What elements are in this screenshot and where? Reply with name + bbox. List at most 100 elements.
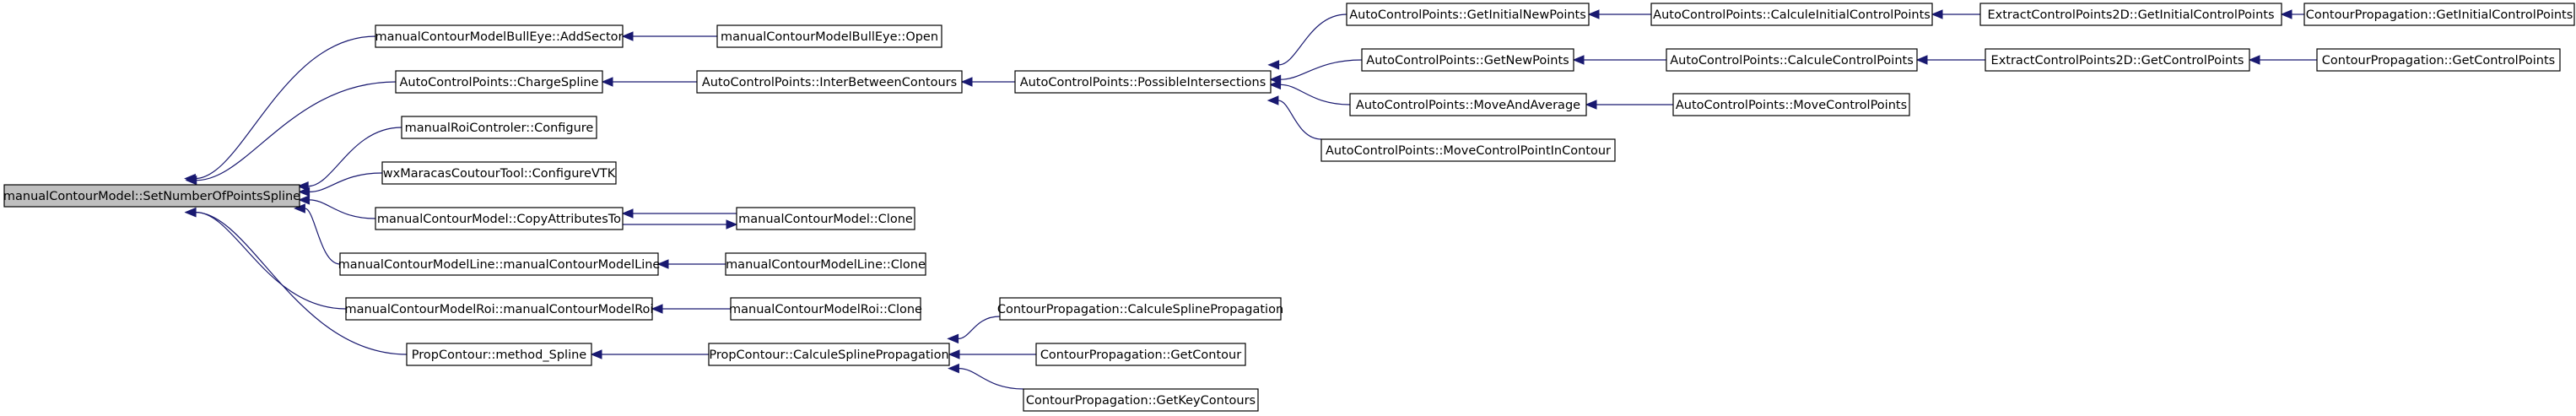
arrowhead xyxy=(185,175,197,186)
node-label: manualContourModelLine::Clone xyxy=(726,258,926,272)
edge-acpGetNew-to-acpPossible xyxy=(1280,59,1363,80)
node-box xyxy=(1349,93,1587,116)
node-box xyxy=(339,252,659,276)
node-box xyxy=(716,24,942,48)
node-acpMoveCP[interactable]: AutoControlPoints::MoveControlPoints xyxy=(1672,93,1910,116)
arrowhead xyxy=(656,259,669,269)
arrowhead xyxy=(726,219,738,230)
node-acpCharge[interactable]: AutoControlPoints::ChargeSpline xyxy=(395,70,603,94)
node-box xyxy=(375,24,624,48)
arrowhead xyxy=(1585,100,1597,110)
node-root[interactable]: manualContourModel::SetNumberOfPointsSpl… xyxy=(3,184,300,208)
arrowhead xyxy=(601,77,613,87)
node-box xyxy=(725,252,926,276)
node-box xyxy=(1985,48,2250,72)
node-label: ContourPropagation::CalculeSplinePropaga… xyxy=(997,303,1283,316)
node-label: ExtractControlPoints2D::GetControlPoints xyxy=(1991,54,2244,68)
node-label: manualRoiControler::Configure xyxy=(405,122,594,135)
arrowhead xyxy=(621,31,634,41)
node-box xyxy=(406,343,592,366)
node-acpInter[interactable]: AutoControlPoints::InterBetweenContours xyxy=(696,70,963,94)
node-label: wxMaracasCoutourTool::ConfigureVTK xyxy=(383,167,616,181)
node-acpGetInit[interactable]: AutoControlPoints::GetInitialNewPoints xyxy=(1346,3,1590,26)
arrowhead xyxy=(947,333,959,344)
node-box xyxy=(1023,388,1259,412)
node-label: AutoControlPoints::GetInitialNewPoints xyxy=(1349,8,1586,22)
node-box xyxy=(375,207,624,230)
node-box xyxy=(3,184,300,208)
node-propMethod[interactable]: PropContour::method_Spline xyxy=(406,343,592,366)
node-acpCalcInit[interactable]: AutoControlPoints::CalculeInitialControl… xyxy=(1650,3,1933,26)
node-cpGetInit[interactable]: ContourPropagation::GetInitialControlPoi… xyxy=(2303,3,2575,26)
arrowhead xyxy=(1572,55,1585,65)
node-label: AutoControlPoints::PossibleIntersections xyxy=(1020,76,1266,89)
arrowhead xyxy=(298,186,311,197)
node-box xyxy=(1666,48,1918,72)
node-label: manualContourModel::SetNumberOfPointsSpl… xyxy=(3,190,300,203)
node-ecpGetInit[interactable]: ExtractControlPoints2D::GetInitialContro… xyxy=(1979,3,2282,26)
node-box xyxy=(1361,48,1574,72)
node-bullAdd[interactable]: manualContourModelBullEye::AddSector xyxy=(375,24,624,48)
node-wxConf[interactable]: wxMaracasCoutourTool::ConfigureVTK xyxy=(381,161,617,185)
arrowhead xyxy=(1267,60,1280,70)
edge-acpCharge-to-root xyxy=(196,81,397,181)
node-cpCalcSpline[interactable]: ContourPropagation::CalculeSplinePropaga… xyxy=(997,297,1283,321)
node-acpPossible[interactable]: AutoControlPoints::PossibleIntersections xyxy=(1014,70,1272,94)
node-mcmCopy[interactable]: manualContourModel::CopyAttributesTo xyxy=(375,207,624,230)
node-bullOpen[interactable]: manualContourModelBullEye::Open xyxy=(716,24,942,48)
node-roiClone[interactable]: manualContourModelRoi::Clone xyxy=(729,297,922,321)
arrowhead xyxy=(651,304,663,314)
node-label: manualContourModelBullEye::Open xyxy=(721,30,938,44)
edge-bullAdd-to-root xyxy=(195,35,376,180)
node-label: ContourPropagation::GetKeyContours xyxy=(1026,394,1256,408)
node-label: manualContourModelRoi::manualContourMode… xyxy=(345,303,654,316)
node-box xyxy=(1979,3,2282,26)
node-box xyxy=(1035,343,1246,366)
node-mcmClone[interactable]: manualContourModel::Clone xyxy=(736,207,915,230)
node-box xyxy=(345,297,653,321)
node-label: ContourPropagation::GetControlPoints xyxy=(2322,54,2555,68)
nodes-layer: manualContourModel::SetNumberOfPointsSpl… xyxy=(3,3,2575,412)
node-acpMoveIn[interactable]: AutoControlPoints::MoveControlPointInCon… xyxy=(1320,138,1616,162)
node-cpGetContour[interactable]: ContourPropagation::GetContour xyxy=(1035,343,1246,366)
node-box xyxy=(730,297,921,321)
node-acpCalcCP[interactable]: AutoControlPoints::CalculeControlPoints xyxy=(1666,48,1918,72)
node-label: AutoControlPoints::GetNewPoints xyxy=(1366,54,1569,68)
node-roiCtor[interactable]: manualContourModelRoi::manualContourMode… xyxy=(345,297,654,321)
arrowhead xyxy=(1266,95,1279,105)
node-acpMoveAvg[interactable]: AutoControlPoints::MoveAndAverage xyxy=(1349,93,1587,116)
arrowhead xyxy=(621,208,634,219)
node-box xyxy=(708,343,950,366)
node-box xyxy=(1650,3,1933,26)
node-box xyxy=(999,297,1282,321)
node-lineCtor[interactable]: manualContourModelLine::manualContourMod… xyxy=(338,252,661,276)
node-ecpGetCP[interactable]: ExtractControlPoints2D::GetControlPoints xyxy=(1985,48,2250,72)
edge-cpCalcSpline-to-propCalc xyxy=(958,316,1001,339)
node-label: AutoControlPoints::MoveAndAverage xyxy=(1356,99,1580,112)
node-cpGetKey[interactable]: ContourPropagation::GetKeyContours xyxy=(1023,388,1259,412)
arrowhead xyxy=(2280,9,2292,19)
edge-acpMoveIn-to-acpPossible xyxy=(1277,100,1322,140)
edge-mcmCopy-to-root xyxy=(309,199,376,219)
node-label: AutoControlPoints::CalculeInitialControl… xyxy=(1653,8,1931,22)
node-label: AutoControlPoints::MoveControlPoints xyxy=(1676,99,1907,112)
node-propCalc[interactable]: PropContour::CalculeSplinePropagation xyxy=(708,343,950,366)
node-acpGetNew[interactable]: AutoControlPoints::GetNewPoints xyxy=(1361,48,1574,72)
arrowhead xyxy=(1915,55,1928,65)
edges-layer xyxy=(184,9,2317,390)
node-roiConf[interactable]: manualRoiControler::Configure xyxy=(401,116,597,139)
edge-acpGetInit-to-acpPossible xyxy=(1278,14,1347,66)
node-cpGetCP[interactable]: ContourPropagation::GetControlPoints xyxy=(2316,48,2561,72)
node-label: manualContourModel::CopyAttributesTo xyxy=(377,213,621,226)
node-lineClone[interactable]: manualContourModelLine::Clone xyxy=(725,252,926,276)
edge-wxConf-to-root xyxy=(309,172,383,192)
node-label: PropContour::CalculeSplinePropagation xyxy=(709,348,948,362)
node-label: AutoControlPoints::CalculeControlPoints xyxy=(1670,54,1914,68)
arrowhead xyxy=(948,363,959,374)
arrowhead xyxy=(1587,9,1600,19)
node-box xyxy=(2316,48,2561,72)
node-box xyxy=(401,116,597,139)
node-label: ContourPropagation::GetContour xyxy=(1040,348,1241,362)
node-label: ContourPropagation::GetInitialControlPoi… xyxy=(2306,8,2573,22)
